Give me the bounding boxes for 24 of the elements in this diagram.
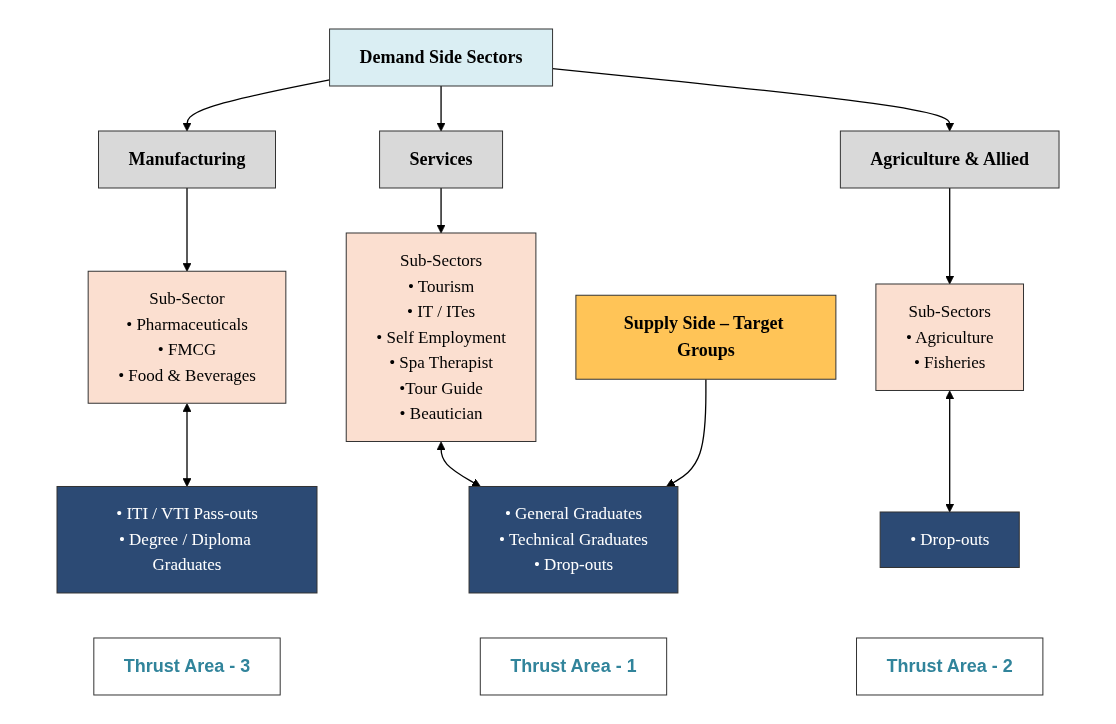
- node-box: Demand Side Sectors: [329, 28, 554, 87]
- arrow: [436, 85, 446, 132]
- arrow: [182, 79, 331, 132]
- node-box: Sub-Sectors • Tourism • IT / ITes • Self Employment • Spa Therapist •Tour Guide • Beautician: [345, 232, 537, 442]
- node-box: • Drop-outs: [879, 511, 1020, 568]
- node-box: Supply Side – Target Groups: [575, 294, 837, 380]
- node-box: Services: [379, 130, 504, 189]
- node-box: • ITI / VTI Pass-outs • Degree / Diploma Graduates: [56, 486, 318, 594]
- node-box: Sub-Sectors • Agriculture • Fisheries: [875, 283, 1024, 391]
- node-box: Sub-Sector • Pharmaceuticals • FMCG • Food & Beverages: [87, 270, 287, 404]
- node-box: Manufacturing: [98, 130, 276, 189]
- arrow: [945, 390, 955, 513]
- node-box: • General Graduates • Technical Graduates • Drop-outs: [468, 486, 679, 594]
- arrow: [182, 403, 192, 487]
- arrow: [436, 441, 481, 487]
- arrow: [945, 187, 955, 285]
- arrow: [436, 187, 446, 234]
- node-box: Thrust Area - 2: [856, 637, 1044, 696]
- arrow: [551, 68, 955, 132]
- arrow: [182, 187, 192, 272]
- node-box: Thrust Area - 1: [479, 637, 668, 696]
- node-box: Agriculture & Allied: [839, 130, 1060, 189]
- arrow: [666, 378, 707, 487]
- node-box: Thrust Area - 3: [93, 637, 281, 696]
